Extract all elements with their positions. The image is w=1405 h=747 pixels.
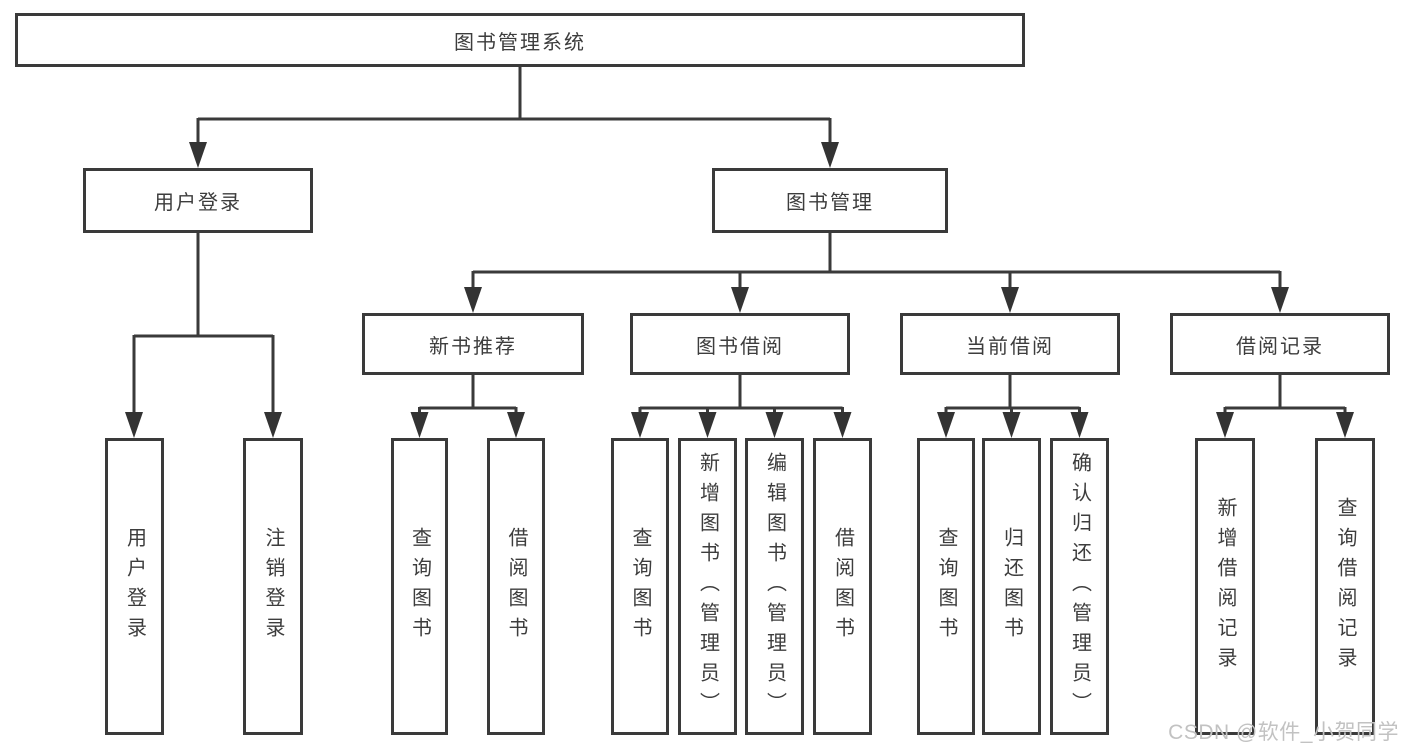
node-label: 新增图书（管理员） <box>696 451 719 722</box>
arrow-down-icon <box>410 412 429 438</box>
node-label: 确认归还（管理员） <box>1068 451 1091 722</box>
arrow-down-icon <box>464 287 482 313</box>
arrow-down-icon <box>507 412 525 438</box>
leaf-add-book-admin: 新增图书（管理员） <box>678 438 737 735</box>
arrow-down-icon <box>1336 412 1354 438</box>
node-label: 新增借阅记录 <box>1214 496 1236 677</box>
arrow-down-icon <box>1001 287 1019 313</box>
node-label: 用户登录 <box>154 192 242 214</box>
node-label: 查询图书 <box>935 526 957 647</box>
node-label: 查询图书 <box>629 526 651 647</box>
node-label: 图书借阅 <box>696 335 784 358</box>
csdn-watermark: CSDN @软件_小贺同学 <box>1168 721 1399 744</box>
node-label: 新书推荐 <box>429 335 517 358</box>
leaf-query-books: 查询图书 <box>917 438 975 735</box>
node-book-borrow: 图书借阅 <box>630 313 850 375</box>
node-label: 用户登录 <box>123 526 146 647</box>
arrow-down-icon <box>731 287 749 313</box>
node-label: 当前借阅 <box>966 335 1054 358</box>
arrow-down-icon <box>1216 412 1234 438</box>
leaf-edit-book-admin: 编辑图书（管理员） <box>745 438 804 735</box>
arrow-down-icon <box>765 412 784 438</box>
node-book-management: 图书管理 <box>712 168 948 233</box>
leaf-query-borrow-record: 查询借阅记录 <box>1315 438 1375 735</box>
node-borrow-records: 借阅记录 <box>1170 313 1390 375</box>
leaf-user-login: 用户登录 <box>105 438 164 735</box>
node-label: 查询图书 <box>408 526 431 647</box>
node-label: 借阅图书 <box>831 526 854 647</box>
leaf-add-borrow-record: 新增借阅记录 <box>1195 438 1255 735</box>
node-label: 归还图书 <box>1000 526 1023 647</box>
arrow-down-icon <box>189 142 207 168</box>
arrow-down-icon <box>631 412 649 438</box>
arrow-down-icon <box>821 142 839 168</box>
arrow-down-icon <box>125 412 143 438</box>
node-library-system: 图书管理系统 <box>15 13 1025 67</box>
node-label: 查询借阅记录 <box>1334 496 1356 677</box>
arrow-down-icon <box>833 412 852 438</box>
node-current-borrow: 当前借阅 <box>900 313 1120 375</box>
node-label: 图书管理 <box>786 192 874 214</box>
leaf-borrow-books: 借阅图书 <box>813 438 872 735</box>
leaf-logout: 注销登录 <box>243 438 303 735</box>
arrow-down-icon <box>1271 287 1289 313</box>
arrow-down-icon <box>937 412 955 438</box>
leaf-query-books: 查询图书 <box>391 438 448 735</box>
node-label: 借阅记录 <box>1236 335 1324 358</box>
node-label: 编辑图书（管理员） <box>763 451 786 722</box>
node-user-login: 用户登录 <box>83 168 313 233</box>
arrow-down-icon <box>264 412 282 438</box>
leaf-return-books: 归还图书 <box>982 438 1041 735</box>
connector-arrowheads <box>125 142 1354 438</box>
arrow-down-icon <box>698 412 717 438</box>
node-label: 注销登录 <box>262 526 284 647</box>
arrow-down-icon <box>1070 412 1089 438</box>
node-label: 图书管理系统 <box>454 31 586 54</box>
node-label: 借阅图书 <box>505 526 527 647</box>
leaf-confirm-return-admin: 确认归还（管理员） <box>1050 438 1109 735</box>
node-new-book-recommend: 新书推荐 <box>362 313 584 375</box>
arrow-down-icon <box>1002 412 1021 438</box>
leaf-query-books: 查询图书 <box>611 438 669 735</box>
leaf-borrow-books: 借阅图书 <box>487 438 545 735</box>
